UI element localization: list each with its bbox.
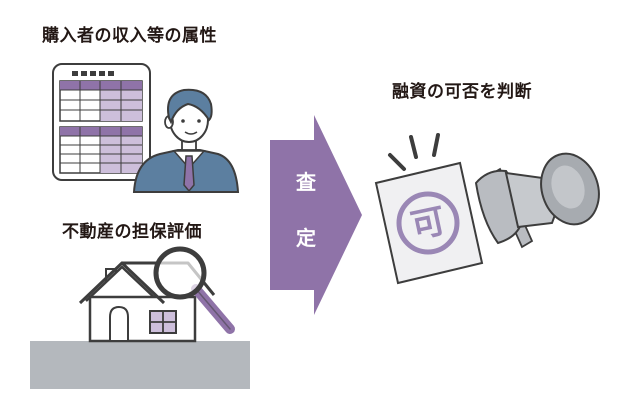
spreadsheet-document-icon: [52, 63, 151, 181]
approval-mark-icon: 可: [396, 191, 460, 255]
arrow-label-char-2: 定: [296, 226, 316, 250]
rubber-stamp-icon: [474, 152, 600, 249]
businessman-icon: [132, 88, 240, 193]
loan-decision-label: 融資の可否を判断: [392, 82, 532, 102]
property-valuation-label: 不動産の担保評価: [62, 222, 202, 242]
ground-block: [30, 341, 250, 389]
approval-mark-char: 可: [407, 201, 449, 247]
magnifying-glass-icon: [153, 246, 235, 334]
appraisal-arrow: [270, 115, 362, 315]
businessman-with-document-illustration: [52, 63, 240, 193]
approval-stamp-illustration: 可: [374, 133, 600, 285]
house-valuation-illustration: [30, 246, 250, 389]
buyer-attributes-label: 購入者の収入等の属性: [42, 26, 217, 46]
document-paper-icon: [374, 161, 484, 285]
arrow-label-char-1: 査: [296, 170, 316, 194]
house-icon: [78, 261, 216, 343]
stamp-burst-lines: [388, 133, 440, 171]
